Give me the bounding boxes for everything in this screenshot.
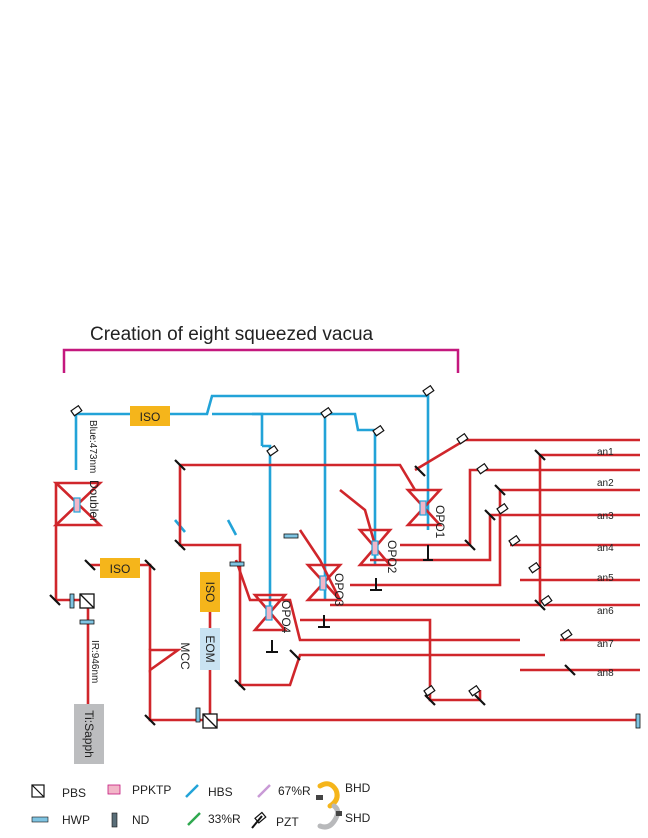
eom-label: EOM (203, 635, 217, 662)
output-label-an2: an2 (597, 478, 614, 489)
mirrors (49, 449, 576, 726)
squeezing-bracket (62, 348, 460, 373)
legend-hbs-label: HBS (208, 785, 233, 799)
laser-label: Ti:Sapph (82, 710, 96, 758)
output-label-an4: an4 (597, 543, 614, 554)
legend-hwp-label: HWP (62, 813, 90, 827)
isolator-label-2: ISO (110, 562, 131, 576)
pzt-mirrors (70, 384, 573, 697)
eom-box (200, 628, 220, 670)
ir-wavelength-label: IR:946nm (89, 640, 100, 683)
opo3-label: OPO3 (332, 573, 346, 607)
output-label-an6: an6 (597, 606, 614, 617)
detectors (266, 545, 433, 653)
legend-bhd-icon (316, 781, 340, 809)
legend-ppktp-label: PPKTP (132, 783, 171, 797)
doubler-label: Doubler (87, 480, 101, 522)
pbs-cubes (79, 593, 218, 729)
isolator-label-3: ISO (203, 582, 217, 603)
diagram-title: Creation of eight squeezed vacua (90, 324, 374, 345)
legend-67r-label: 67%R (278, 784, 311, 798)
legend-nd-icon (111, 812, 118, 828)
laser-box (74, 704, 104, 764)
output-label-an3: an3 (597, 511, 614, 522)
isolator-box-3 (200, 572, 220, 612)
legend-67r-icon (257, 784, 271, 798)
legend-bhd-label: BHD (345, 781, 371, 795)
isolator-box-1 (130, 406, 170, 426)
mcc-label: MCC (178, 642, 192, 670)
legend-pzt-label: PZT (276, 815, 299, 829)
legend-shd-label: SHD (345, 811, 371, 825)
output-label-an8: an8 (597, 668, 614, 679)
legend-33r-label: 33%R (208, 812, 241, 826)
ppktp-crystals (73, 497, 427, 621)
isolator-label-1: ISO (140, 410, 161, 424)
opo2-label: OPO2 (385, 540, 399, 574)
legend-pbs-label: PBS (62, 786, 86, 800)
isolator-box-2 (100, 558, 140, 578)
output-label-an5: an5 (597, 573, 614, 584)
legend-ppktp-icon (107, 784, 121, 795)
opo1-label: OPO1 (433, 505, 447, 539)
legend: PBS HWP PPKTP ND HBS 33%R 67%R PZT BHD (31, 781, 371, 830)
legend-33r-icon (187, 812, 201, 826)
legend-hbs-icon (185, 784, 199, 798)
half-wave-plates (69, 533, 641, 729)
legend-shd-icon (317, 803, 342, 830)
legend-pzt-icon (251, 811, 267, 829)
legend-hwp-icon (31, 816, 49, 823)
blue-wavelength-label: Blue:473nm (87, 420, 98, 473)
red-beam-paths (52, 438, 640, 722)
output-label-an1: an1 (597, 447, 614, 458)
output-label-an7: an7 (597, 639, 614, 650)
opo4-label: OPO4 (279, 600, 293, 634)
legend-nd-label: ND (132, 813, 150, 827)
